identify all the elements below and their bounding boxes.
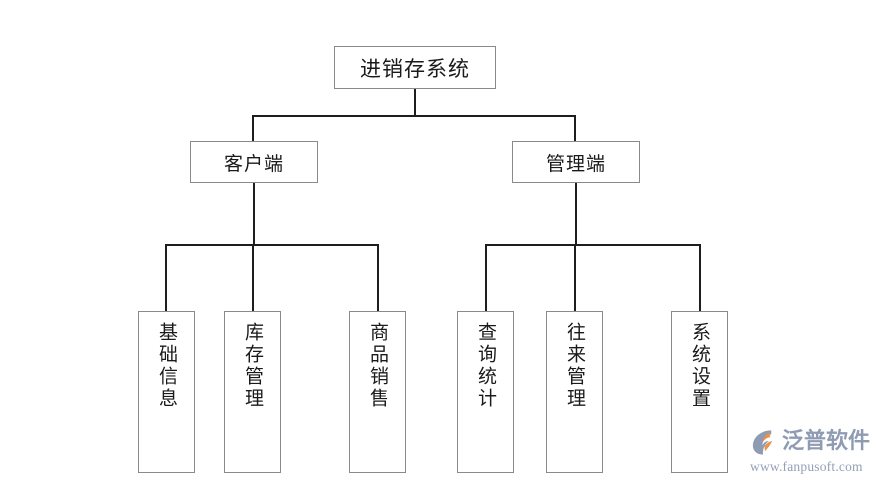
node-inventory-management[interactable]: 库存管理 — [224, 311, 281, 473]
watermark-brand-row: 泛普软件 — [748, 424, 876, 458]
node-root[interactable]: 进销存系统 — [334, 46, 496, 89]
watermark-brand-text: 泛普软件 — [782, 428, 871, 453]
node-product-sales[interactable]: 商品销售 — [349, 311, 406, 473]
node-root-label: 进销存系统 — [360, 56, 470, 81]
connector-drop-transaction — [574, 244, 576, 312]
node-system-settings[interactable]: 系统设置 — [671, 311, 728, 473]
node-transaction-management[interactable]: 往来管理 — [546, 311, 603, 473]
connector-drop-query — [485, 244, 487, 312]
node-inventory-management-label: 库存管理 — [242, 322, 264, 410]
connector-client-stem — [253, 182, 255, 246]
connector-drop-client — [252, 115, 254, 142]
connector-root-stem — [414, 88, 416, 116]
node-client[interactable]: 客户端 — [190, 141, 318, 183]
connector-drop-inventory — [252, 244, 254, 312]
watermark: 泛普软件 www.fanpusoft.com — [748, 424, 876, 480]
node-admin-label: 管理端 — [545, 153, 606, 175]
fanpu-logo-icon — [752, 429, 773, 455]
node-client-label: 客户端 — [223, 153, 284, 175]
node-query-statistics[interactable]: 查询统计 — [457, 311, 514, 473]
node-product-sales-label: 商品销售 — [367, 322, 389, 410]
watermark-url-text: www.fanpusoft.com — [750, 459, 863, 474]
node-transaction-management-label: 往来管理 — [564, 322, 586, 410]
node-basic-info[interactable]: 基础信息 — [138, 311, 195, 473]
connector-drop-sales — [377, 244, 379, 312]
connector-level2-bus — [252, 115, 576, 117]
connector-drop-basic-info — [165, 244, 167, 312]
connector-client-bus — [165, 244, 379, 246]
connector-drop-admin — [574, 115, 576, 142]
connector-drop-system — [699, 244, 701, 312]
connector-admin-stem — [575, 182, 577, 246]
connector-admin-bus — [485, 244, 700, 246]
node-system-settings-label: 系统设置 — [689, 322, 711, 410]
node-basic-info-label: 基础信息 — [156, 322, 178, 410]
node-admin[interactable]: 管理端 — [512, 141, 640, 183]
node-query-statistics-label: 查询统计 — [475, 322, 497, 410]
